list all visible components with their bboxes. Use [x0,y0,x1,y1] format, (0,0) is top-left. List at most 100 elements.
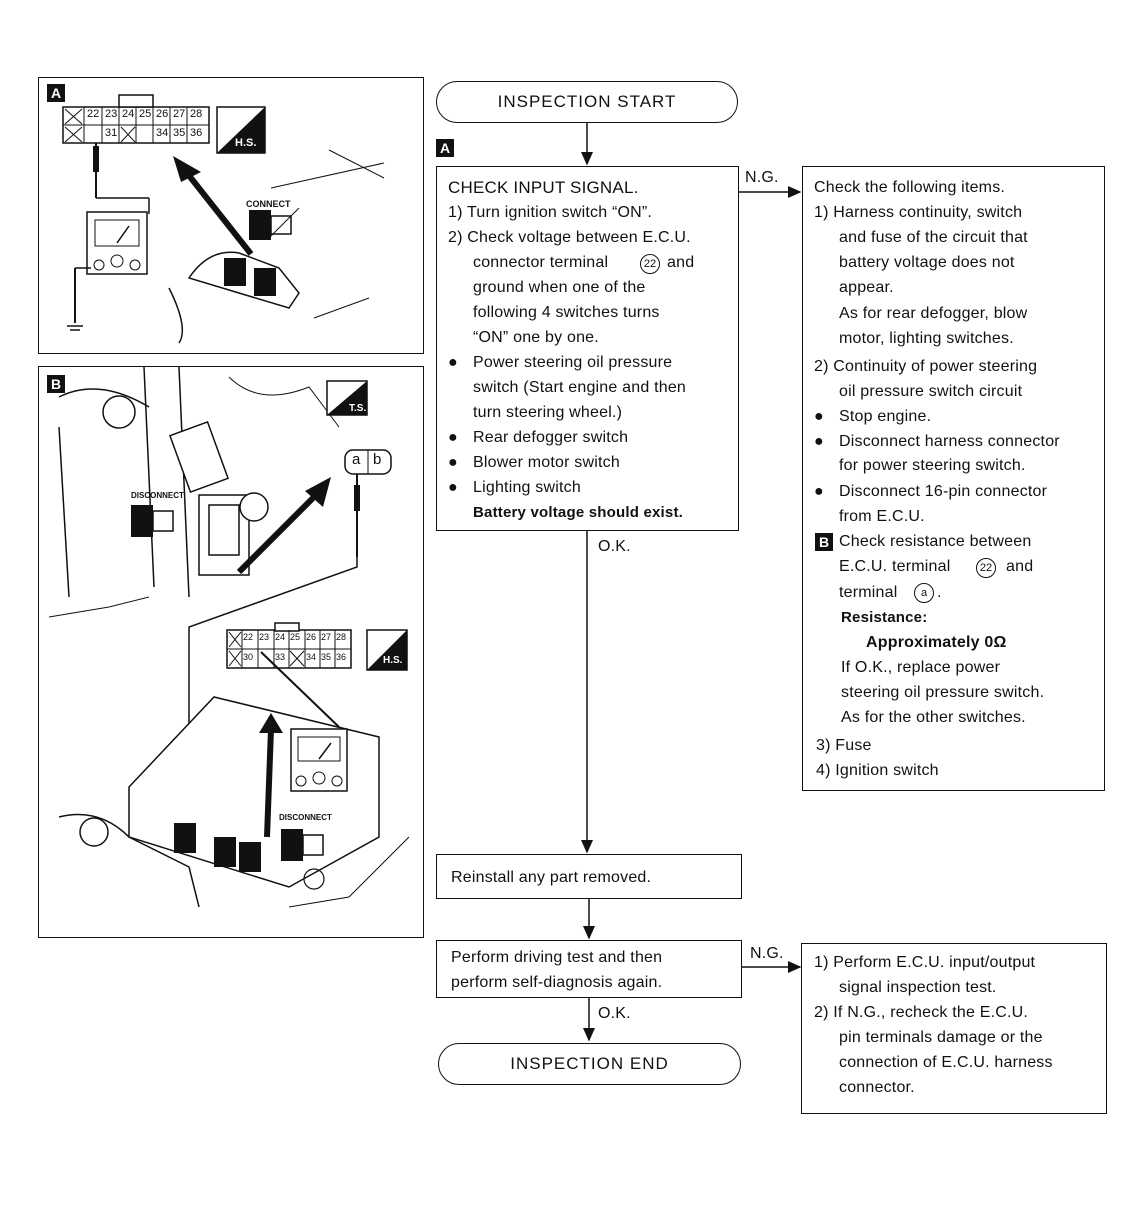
pinb-25: 25 [290,632,301,642]
check-step-1: 1) Turn ignition switch “ON”. [448,204,653,221]
ng-bullet-3b: from E.C.U. [839,508,925,525]
ng-result-3: As for the other switches. [841,709,1026,726]
final-line-6: connector. [839,1079,915,1096]
ok-label-2: O.K. [598,1005,631,1022]
reinstall-box: Reinstall any part removed. [436,854,742,899]
check-result: Battery voltage should exist. [473,504,684,521]
ng-bullet-2a: Disconnect harness connector [839,433,1060,450]
pin-label-35: 35 [173,127,186,139]
ng-item-1a: 1) Harness continuity, switch [814,204,1023,221]
final-line-1: 1) Perform E.C.U. input/output [814,954,1036,971]
bullet-dot: ● [448,479,458,496]
pinb-28: 28 [336,632,347,642]
pin-label-25: 25 [139,108,152,120]
bullet-dot: ● [814,483,824,500]
pinb-35: 35 [321,652,332,662]
pin-label-26: 26 [156,108,169,120]
pin-label-34: 34 [156,127,169,139]
terminal-a-label: a [352,451,361,468]
pinb-34: 34 [306,652,317,662]
ng-check-2: E.C.U. terminal [839,558,951,575]
reinstall-text: Reinstall any part removed. [451,869,652,886]
final-line-5: connection of E.C.U. harness [839,1054,1053,1071]
pinb-22: 22 [243,632,254,642]
ng-check-3: terminal [839,584,898,601]
pinb-27: 27 [321,632,332,642]
hs-badge-b-label: H.S. [383,655,403,666]
panel-b-illustration [48,367,410,908]
terminal-22-badge-b: 22 [976,558,996,578]
driving-test-line-1: Perform driving test and then [451,949,663,966]
bullet-1a: Power steering oil pressure [473,354,673,371]
hs-badge-label: H.S. [235,137,257,149]
ng-result-1: If O.K., replace power [841,659,1001,676]
check-step-2b-end: and [667,254,695,271]
ng-item-3: 3) Fuse [816,737,872,754]
ok-label-1: O.K. [598,538,631,555]
final-line-3: 2) If N.G., recheck the E.C.U. [814,1004,1029,1021]
pin-label-27: 27 [173,108,186,120]
ng-item-1c: battery voltage does not [839,254,1015,271]
driving-test-box: Perform driving test and then perform se… [436,940,742,998]
ng-check-3-end: . [937,584,942,601]
ng-bullet-3a: Disconnect 16-pin connector [839,483,1048,500]
step-b-tag: B [815,533,833,551]
pin-label-28: 28 [190,108,203,120]
bullet-dot: ● [814,433,824,450]
disconnect-label-1: DISCONNECT [131,491,184,500]
pin-label-24: 24 [122,108,135,120]
driving-test-line-2: perform self-diagnosis again. [451,974,663,991]
step-a-tag: A [436,139,454,157]
ng-bullet-1: Stop engine. [839,408,932,425]
ng-check-1: Check resistance between [839,533,1032,550]
bullet-1b: switch (Start engine and then [473,379,687,396]
ng-check-items-box: Check the following items. 1) Harness co… [802,166,1105,791]
inspection-end: INSPECTION END [438,1043,741,1085]
terminal-22-badge: 22 [640,254,660,274]
bullet-1c: turn steering wheel.) [473,404,623,421]
ng-item-1f: motor, lighting switches. [839,330,1014,347]
panel-b-tag: B [47,375,65,393]
ng-label-1: N.G. [745,169,779,186]
panel-a-tag: A [47,84,65,102]
bullet-dot: ● [814,408,824,425]
ng-bullet-2b: for power steering switch. [839,457,1026,474]
pin-label-22: 22 [87,108,100,120]
check-step-2a: 2) Check voltage between E.C.U. [448,229,691,246]
check-step-2c: ground when one of the [473,279,646,296]
bullet-2: Rear defogger switch [473,429,629,446]
ng-result-2: steering oil pressure switch. [841,684,1045,701]
pinb-26: 26 [306,632,317,642]
pinb-33: 33 [275,652,286,662]
ts-badge-label: T.S. [349,403,367,414]
check-step-2e: “ON” one by one. [473,329,599,346]
pinb-30: 30 [243,652,254,662]
check-step-2b: connector terminal [473,254,609,271]
ng-check-2-end: and [1006,558,1034,575]
ng-item-2a: 2) Continuity of power steering [814,358,1038,375]
bullet-3: Blower motor switch [473,454,620,471]
check-step-2d: following 4 switches turns [473,304,660,321]
connect-label: CONNECT [246,199,291,209]
terminal-a-badge: a [914,583,934,603]
check-input-signal-box: CHECK INPUT SIGNAL. 1) Turn ignition swi… [436,166,739,531]
check-title: CHECK INPUT SIGNAL. [448,178,639,197]
disconnect-label-2: DISCONNECT [279,813,332,822]
pin-label-23: 23 [105,108,118,120]
pinb-23: 23 [259,632,270,642]
final-line-2: signal inspection test. [839,979,997,996]
panel-b: B T.S. a b DISCONNECT DISCONNECT 22 23 2… [38,366,424,938]
resistance-value: Approximately 0Ω [866,634,1007,651]
ng-item-4: 4) Ignition switch [816,762,939,779]
ng-item-1b: and fuse of the circuit that [839,229,1028,246]
inspection-start: INSPECTION START [436,81,738,123]
ng-item-1e: As for rear defogger, blow [839,305,1028,322]
bullet-dot: ● [448,429,458,446]
ng-title: Check the following items. [814,179,1006,196]
pinb-36: 36 [336,652,347,662]
terminal-b-label: b [373,451,382,468]
resistance-label: Resistance: [841,609,928,626]
pinb-24: 24 [275,632,286,642]
pin-label-31: 31 [105,127,118,139]
panel-a-illustration [62,94,385,344]
